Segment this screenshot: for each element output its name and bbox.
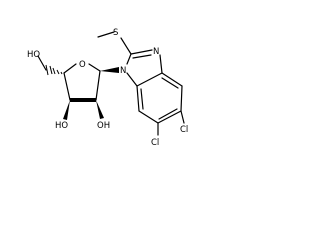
atom-label-chloro-c6: Cl [151, 138, 159, 148]
bond-c4-o [63, 63, 77, 74]
atom-label-ring-oxygen: O [79, 60, 86, 70]
bond-c4-c3a-inner [161, 77, 179, 89]
bond-c4-c5-hash [45, 64, 63, 76]
atom-label-hydroxyl-c3: HO [55, 121, 68, 131]
bond-s-ch3 [97, 31, 115, 38]
bond-n3-c3a [159, 54, 163, 74]
bond-c6-c5 [157, 110, 182, 124]
bond-n1-c2 [126, 53, 132, 65]
bond-c7-c6 [138, 110, 159, 124]
bond-c6-c5-inner [158, 108, 178, 120]
bond-c1-c2 [95, 70, 101, 101]
atom-label-hydroxymethyl: HO [27, 50, 40, 60]
bond-c7a-n1 [126, 72, 138, 87]
bond-c7a-c7-inner [140, 88, 144, 110]
bond-c1-n1-wedge [100, 67, 119, 73]
atom-label-hydroxyl-c2: OH [97, 121, 110, 131]
bond-c7a-c7 [136, 85, 140, 112]
bond-c2-s [120, 37, 132, 55]
chemical-structure-diagram: O HO HO OH N N S Cl Cl [27, 28, 188, 148]
bond-c2-n3 [130, 49, 153, 55]
atom-label-imidazole-n1: N [120, 66, 126, 76]
bond-c3a-c7a [136, 72, 163, 87]
bond-c2-c3-bold [70, 98, 96, 102]
bond-c2-oh-wedge [96, 100, 104, 119]
bond-c3-c4 [63, 72, 71, 101]
atom-label-imidazole-n3: N [153, 47, 159, 57]
bond-c4-c3a [161, 72, 183, 87]
atom-label-chloro-c5: Cl [180, 125, 188, 135]
bond-c3-oh-wedge [63, 100, 70, 120]
bond-c5-cl [180, 110, 185, 124]
bond-c5-c4 [180, 85, 183, 112]
bond-c5-oh [37, 55, 47, 71]
atom-label-thioether-sulfur: S [113, 28, 118, 38]
bond-o-c1 [88, 63, 101, 72]
bond-c2-n3-double [132, 54, 152, 59]
